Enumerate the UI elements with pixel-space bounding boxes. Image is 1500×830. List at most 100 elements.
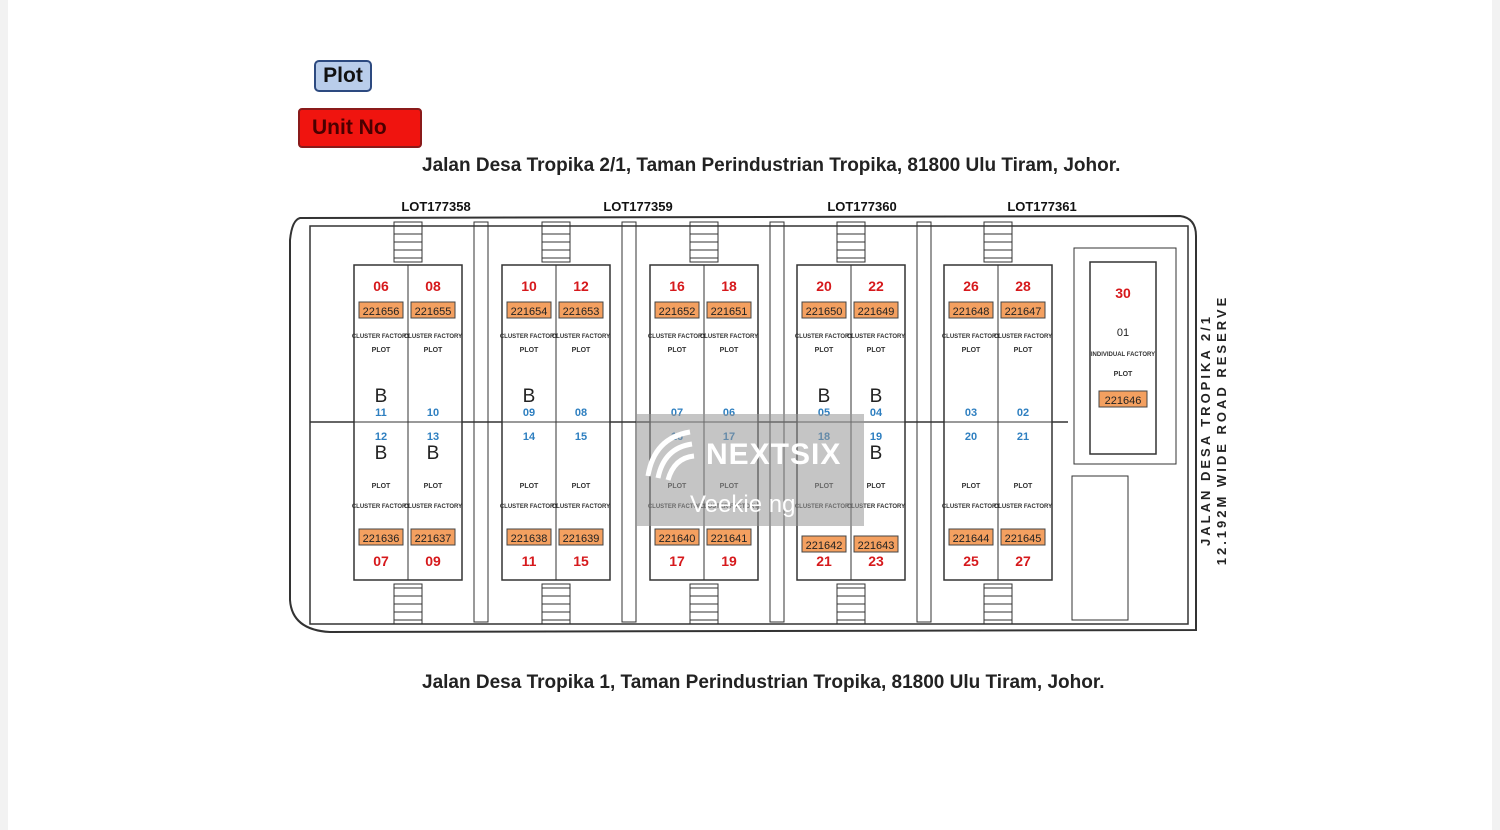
- cluster-label: CLUSTER FACTORY: [847, 504, 905, 510]
- individual-factory: [1089, 261, 1157, 455]
- unit-id-box: [1000, 528, 1046, 546]
- plot-word: PLOT: [1014, 483, 1033, 490]
- cluster-label: CLUSTER FACTORY: [942, 504, 1000, 510]
- side-road-label: JALAN DESA TROPIKA 2/1: [1198, 314, 1213, 546]
- individual-label: INDIVIDUAL FACTORY: [1091, 352, 1155, 358]
- unit-number: 06: [373, 278, 389, 294]
- unit-id-box: [358, 528, 404, 546]
- unit-id-box: [410, 301, 456, 319]
- cluster-label: CLUSTER FACTORY: [942, 334, 1000, 340]
- plot-number: 11: [375, 407, 387, 419]
- unit-id: 221640: [659, 533, 696, 545]
- unit-id-box: [506, 528, 552, 546]
- plot-word: PLOT: [424, 347, 443, 354]
- cluster-label: CLUSTER FACTORY: [700, 334, 758, 340]
- plot-word: PLOT: [520, 483, 539, 490]
- unit-id-box: [801, 301, 847, 319]
- block-letter: B: [523, 386, 536, 407]
- plot-number: 03: [965, 407, 977, 419]
- plot-number: 02: [1017, 407, 1029, 419]
- plot-number: 14: [523, 431, 536, 443]
- plot-number: 13: [427, 431, 439, 443]
- unit-id: 221647: [1005, 306, 1042, 318]
- lot-label: LOT177361: [1007, 199, 1076, 214]
- cluster-label: CLUSTER FACTORY: [552, 334, 610, 340]
- plot-number: 08: [575, 407, 587, 419]
- unit-number: 09: [425, 553, 441, 569]
- unit-id-box: [1000, 301, 1046, 319]
- cluster-label: CLUSTER FACTORY: [847, 334, 905, 340]
- unit-id: 221652: [659, 306, 696, 318]
- cluster-label: CLUSTER FACTORY: [500, 504, 558, 510]
- unit-number: 25: [963, 553, 979, 569]
- plot-number: 01: [1117, 327, 1129, 339]
- plot-number: 04: [870, 407, 883, 419]
- unit-id-box: [1098, 390, 1148, 408]
- plot-word: PLOT: [1114, 371, 1133, 378]
- block-letter: B: [427, 443, 440, 464]
- unit-id-box: [948, 301, 994, 319]
- unit-id: 221637: [415, 533, 452, 545]
- unit-id: 221654: [511, 306, 548, 318]
- cluster-label: CLUSTER FACTORY: [352, 504, 410, 510]
- block-letter: B: [870, 386, 883, 407]
- unit-id: 221650: [806, 306, 843, 318]
- unit-number: 15: [573, 553, 589, 569]
- plot-number: 19: [870, 431, 882, 443]
- unit-number: 30: [1115, 285, 1131, 301]
- drain-strip: [473, 221, 489, 623]
- road-label-top: Jalan Desa Tropika 2/1, Taman Perindustr…: [422, 155, 1121, 176]
- unit-number: 23: [868, 553, 884, 569]
- unit-id-box: [801, 535, 847, 553]
- cluster-label: CLUSTER FACTORY: [994, 504, 1052, 510]
- plot-word: PLOT: [815, 347, 834, 354]
- car-park-area: [1071, 475, 1129, 621]
- plot-word: PLOT: [668, 347, 687, 354]
- unit-number: 17: [669, 553, 685, 569]
- unit-number: 22: [868, 278, 884, 294]
- unit-id: 221649: [858, 306, 895, 318]
- unit-number: 11: [522, 553, 537, 569]
- unit-number: 27: [1015, 553, 1031, 569]
- unit-id-box: [853, 301, 899, 319]
- unit-number: 10: [521, 278, 537, 294]
- unit-id-box: [706, 528, 752, 546]
- plot-word: PLOT: [1014, 347, 1033, 354]
- unit-number: 28: [1015, 278, 1031, 294]
- unit-id: 221642: [806, 540, 843, 552]
- cluster-label: CLUSTER FACTORY: [648, 334, 706, 340]
- plot-number: 21: [1017, 431, 1029, 443]
- legend-plot-swatch: Plot: [314, 60, 372, 92]
- nextsix-logo-icon: [645, 429, 695, 481]
- cluster-label: CLUSTER FACTORY: [500, 334, 558, 340]
- plot-number: 12: [375, 431, 387, 443]
- unit-id-box: [558, 301, 604, 319]
- plot-word: PLOT: [962, 483, 981, 490]
- unit-number: 12: [573, 278, 589, 294]
- unit-id: 221644: [953, 533, 990, 545]
- block-letter: B: [870, 443, 883, 464]
- unit-number: 26: [963, 278, 979, 294]
- unit-id: 221651: [711, 306, 748, 318]
- plot-number: 10: [427, 407, 439, 419]
- unit-id-box: [948, 528, 994, 546]
- unit-number: 20: [816, 278, 832, 294]
- drain-strip: [916, 221, 932, 623]
- plot-number: 15: [575, 431, 587, 443]
- plot-word: PLOT: [572, 483, 591, 490]
- unit-id: 221655: [415, 306, 452, 318]
- plot-number: 20: [965, 431, 977, 443]
- unit-id: 221653: [563, 306, 600, 318]
- unit-number: 07: [373, 553, 389, 569]
- plot-word: PLOT: [867, 483, 886, 490]
- lot-label: LOT177358: [401, 199, 470, 214]
- plot-word: PLOT: [424, 483, 443, 490]
- legend-unit-no-swatch: Unit No: [298, 108, 422, 148]
- unit-id: 221648: [953, 306, 990, 318]
- unit-number: 21: [816, 553, 832, 569]
- watermark-brand: NEXTSIX: [706, 438, 842, 471]
- cluster-label: CLUSTER FACTORY: [795, 334, 853, 340]
- block-letter: B: [818, 386, 831, 407]
- unit-id: 221641: [711, 533, 748, 545]
- individual-boundary: [1073, 247, 1177, 465]
